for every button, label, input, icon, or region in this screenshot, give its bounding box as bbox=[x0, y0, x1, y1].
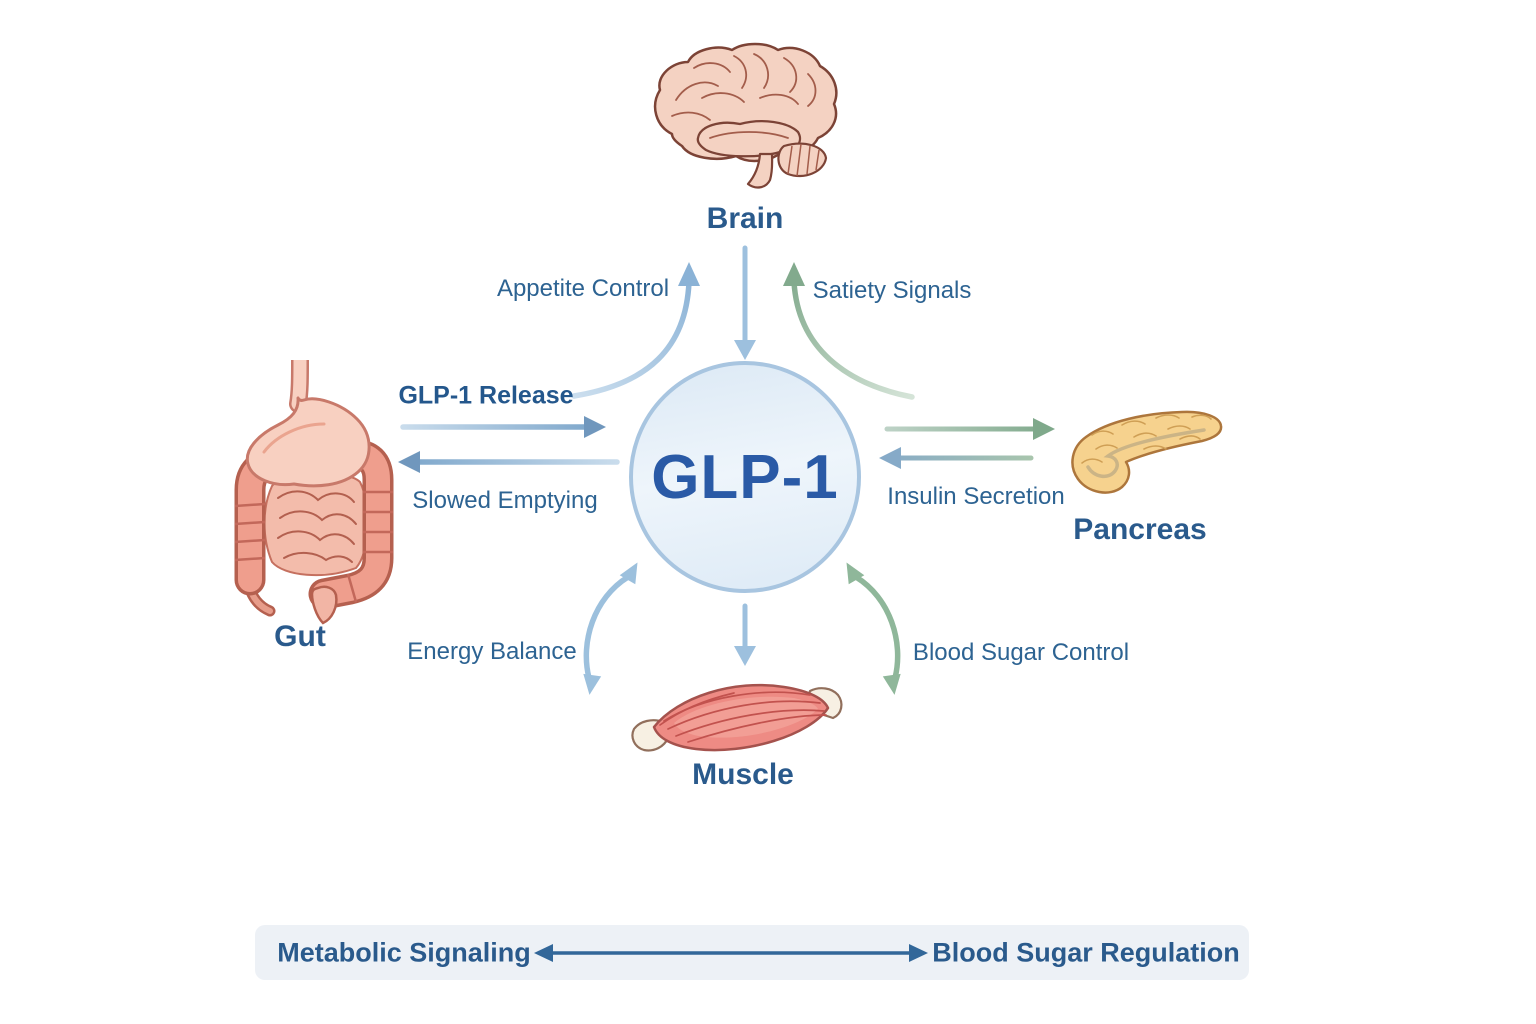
edge-label-appetite-control: Appetite Control bbox=[496, 275, 670, 302]
brain-cerebellum bbox=[777, 142, 828, 178]
edge-label-insulin-secretion: Insulin Secretion bbox=[887, 483, 1065, 510]
edge-label-slowed-emptying: Slowed Emptying bbox=[412, 487, 598, 514]
arrow-brain-to-glp1 bbox=[734, 245, 756, 360]
legend-double-arrow bbox=[534, 944, 928, 962]
brain-label: Brain bbox=[706, 202, 784, 235]
muscle-illustration bbox=[631, 683, 843, 752]
brain-illustration bbox=[653, 42, 838, 189]
edge-label-satiety-signals: Satiety Signals bbox=[812, 277, 972, 304]
arrow-glp1-release bbox=[400, 416, 606, 438]
arrow-appetite-control bbox=[571, 262, 700, 399]
pancreas-label: Pancreas bbox=[1073, 513, 1207, 546]
glp1-hub-label: GLP-1 bbox=[651, 442, 839, 512]
legend-left-label: Metabolic Signaling bbox=[277, 937, 531, 967]
pancreas-lobules bbox=[1081, 414, 1212, 464]
rectum bbox=[310, 585, 338, 625]
arrow-satiety-signals bbox=[783, 262, 915, 400]
arrow-glp1-to-pancreas bbox=[884, 418, 1055, 440]
arrow-energy-balance bbox=[583, 562, 638, 695]
edge-label-blood-sugar-control: Blood Sugar Control bbox=[912, 639, 1130, 666]
small-intestine-coils bbox=[277, 490, 357, 563]
brain-stem bbox=[746, 152, 774, 189]
legend-right-label: Blood Sugar Regulation bbox=[932, 937, 1240, 967]
glp1-hub-node: GLP-1 bbox=[629, 361, 861, 593]
muscle-striations bbox=[659, 691, 827, 743]
arrow-insulin-secretion bbox=[879, 447, 1034, 469]
edge-label-energy-balance: Energy Balance bbox=[407, 638, 577, 665]
arrow-glp1-to-muscle bbox=[734, 603, 756, 666]
arrow-slowed-emptying bbox=[398, 451, 620, 473]
muscle-label: Muscle bbox=[692, 758, 794, 791]
stomach bbox=[245, 396, 371, 488]
gut-illustration bbox=[234, 360, 394, 625]
edge-label-glp1-release: GLP-1 Release bbox=[398, 381, 574, 410]
arrow-blood-sugar-control bbox=[846, 562, 901, 695]
legend-bar: Metabolic Signaling Blood Sugar Regulati… bbox=[255, 925, 1249, 980]
brain-gyri bbox=[671, 53, 817, 121]
pancreatic-duct bbox=[1086, 428, 1206, 479]
gut-label: Gut bbox=[274, 620, 326, 653]
pancreas-illustration bbox=[1071, 410, 1223, 494]
